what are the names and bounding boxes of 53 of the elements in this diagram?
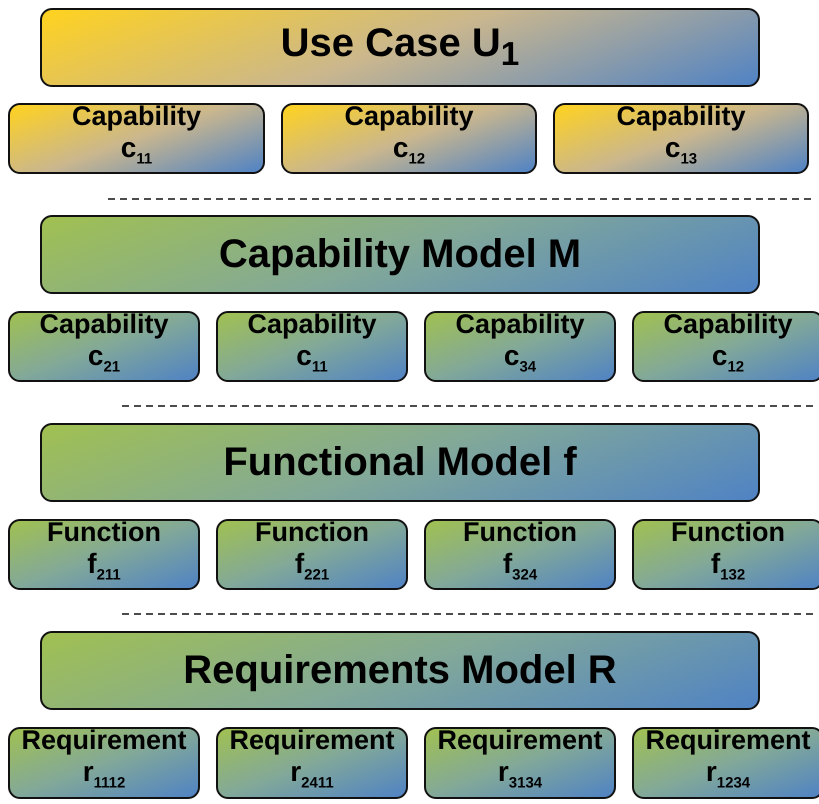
- element-box: [216, 311, 408, 382]
- box-title: Requirement: [229, 725, 395, 756]
- symbol-label: c$_{13}$: [664, 131, 698, 170]
- symbol-label: c$_{12}$: [712, 339, 744, 378]
- box-title: Function: [47, 516, 161, 547]
- symbol-label: f$_{221}$: [294, 546, 330, 586]
- model-box: [40, 8, 760, 87]
- model-box: [40, 215, 760, 294]
- element-box: [8, 519, 200, 590]
- box-title: Function: [671, 516, 785, 547]
- element-box: [281, 103, 537, 174]
- box-title: Requirement: [21, 725, 187, 756]
- symbol-label: c$_{21}$: [88, 339, 120, 378]
- box-title: Capability: [663, 308, 793, 339]
- model-title: Requirements Model R: [183, 648, 617, 693]
- box-title: Requirement: [437, 725, 603, 756]
- box-title: Capability: [616, 100, 746, 131]
- symbol-label: f$_{132}$: [710, 546, 746, 586]
- model-title: Use Case U$_{1}$: [280, 21, 520, 74]
- element-box: [8, 727, 200, 799]
- box-title: Requirement: [645, 725, 811, 756]
- model-box: [40, 423, 760, 502]
- box-title: Capability: [344, 100, 474, 131]
- element-box: [424, 311, 616, 382]
- model-title: Capability Model M: [218, 232, 582, 277]
- symbol-label: c$_{34}$: [504, 339, 536, 378]
- box-title: Capability: [39, 308, 169, 339]
- box-title: Capability: [455, 308, 585, 339]
- symbol-label: c$_{12}$: [392, 131, 426, 170]
- element-box: [632, 519, 819, 590]
- element-box: [632, 311, 819, 382]
- element-box: [216, 519, 408, 590]
- element-box: [8, 311, 200, 382]
- box-title: Capability: [247, 308, 377, 339]
- element-box: [216, 727, 408, 799]
- symbol-label: c$_{11}$: [296, 339, 328, 378]
- model-title: Functional Model f: [223, 440, 577, 485]
- element-box: [424, 727, 616, 799]
- box-title: Function: [463, 516, 577, 547]
- element-box: [8, 103, 265, 174]
- symbol-label: f$_{324}$: [502, 546, 538, 586]
- symbol-label: r$_{2411}$: [290, 755, 334, 794]
- element-box: [424, 519, 616, 590]
- symbol-label: r$_{3134}$: [498, 755, 542, 794]
- symbol-label: r$_{1234}$: [706, 755, 750, 794]
- box-title: Function: [255, 516, 369, 547]
- model-box: [40, 631, 760, 710]
- symbol-label: r$_{1112}$: [82, 755, 126, 794]
- element-box: [553, 103, 809, 174]
- element-box: [632, 727, 819, 799]
- box-title: Capability: [72, 100, 202, 131]
- symbol-label: f$_{211}$: [87, 546, 121, 586]
- symbol-label: c$_{11}$: [120, 131, 152, 170]
